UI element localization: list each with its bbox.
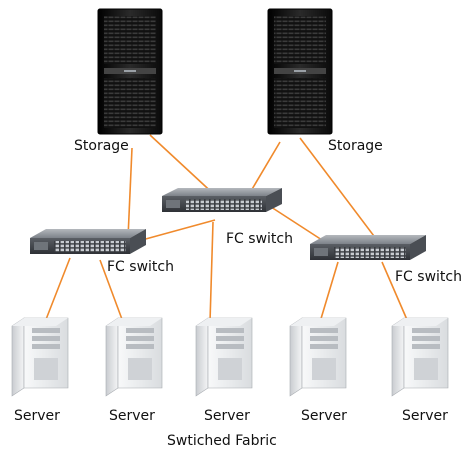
link-storage-right-switch-left [247,141,281,197]
storage-left [97,8,163,135]
server-1-label: Server [14,408,60,424]
link-storage-left-switch-right [149,134,219,199]
server-4 [289,317,347,397]
link-switch-right-server-5 [381,261,409,323]
link-switch-right-server-4 [319,261,339,323]
server-3 [195,317,253,397]
storage-left-label: Storage [74,138,129,154]
server-4-label: Server [301,408,347,424]
server-1 [11,317,69,397]
link-switch-left-server-2 [99,259,124,323]
server-2 [105,317,163,397]
link-switch-center-right [267,204,323,241]
link-storage-right-switch-right [299,137,384,249]
link-switch-left-center [141,219,216,241]
fc-switch-left [30,229,146,254]
server-5-label: Server [402,408,448,424]
switch-left-label: FC switch [107,259,174,275]
link-storage-left-switch-left [127,147,133,239]
server-5 [391,317,449,397]
link-switch-center-server-3 [209,221,214,323]
fc-switch-center [162,188,282,212]
server-2-label: Server [109,408,155,424]
storage-right-label: Storage [328,138,383,154]
fc-switch-right [310,235,426,260]
storage-right [267,8,333,135]
diagram-caption: Swtiched Fabric [167,433,277,449]
switch-center-label: FC switch [226,231,293,247]
switch-right-label: FC switch [395,269,462,285]
link-switch-left-server-1 [44,257,71,323]
fabric-links [44,134,409,323]
server-3-label: Server [204,408,250,424]
